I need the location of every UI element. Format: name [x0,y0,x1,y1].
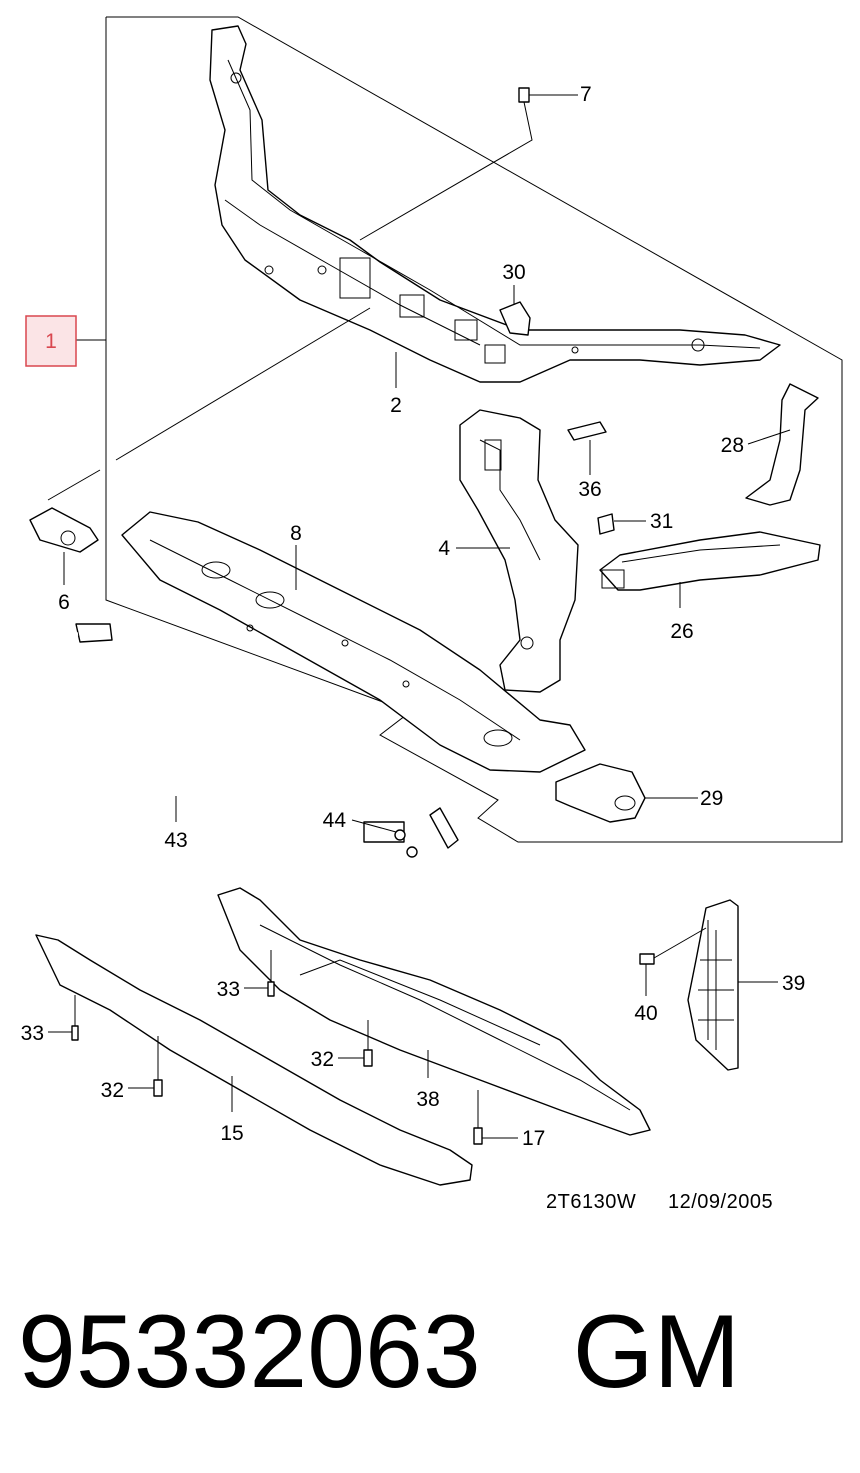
callout-2: 2 [390,394,402,417]
part-number-caption: 95332063 GM [18,1292,848,1412]
callout-15: 15 [220,1122,243,1145]
part-15-deflector [35,934,473,1186]
parts-diagram: 1 2 7 30 6 [21,16,843,1213]
callout-32-upper: 32 [311,1048,334,1071]
callout-31: 31 [650,510,673,533]
part-31-bracket [597,513,646,535]
callout-33-upper: 33 [217,978,240,1001]
part-33-bolt-b [48,995,79,1041]
callout-33-lower: 33 [21,1022,44,1045]
part-36-clip [567,421,607,475]
callout-43: 43 [164,829,187,852]
callout-38: 38 [416,1088,439,1111]
brand-name: GM [572,1294,741,1410]
part-32-screw-a [338,1020,373,1067]
part-33-bolt-a [244,950,275,997]
diagram-date: 12/09/2005 [668,1191,773,1213]
part-39-air-guide [687,899,778,1071]
part-38-splash-shield [217,887,651,1136]
part-4-side-panel [459,409,579,693]
part-26-side-bracket [599,531,821,608]
part-30-bracket [499,285,531,336]
diagram-code: 2T6130W [546,1191,636,1213]
assembly-outline [76,16,843,843]
callout-1-highlight[interactable]: 1 [25,315,77,367]
callout-1: 1 [45,330,57,353]
part-29-end-cap [555,763,698,823]
callout-30: 30 [502,261,525,284]
part-43-cable [26,623,467,894]
callout-4: 4 [438,537,450,560]
callout-17: 17 [522,1127,545,1150]
callout-32-lower: 32 [101,1079,124,1102]
part-2-upper-support [209,25,781,383]
callout-39: 39 [782,972,805,995]
part-44-nut [351,819,418,858]
callout-6: 6 [58,591,70,614]
part-32-screw-b [128,1036,163,1097]
part-17-screw [473,1090,518,1145]
part-28-vertical-bracket [745,383,819,506]
part-6-latch-bracket [29,507,99,585]
part-8-lower-crossmember [121,511,586,773]
callout-7: 7 [580,83,592,106]
callout-40: 40 [634,1002,657,1025]
callout-36: 36 [578,478,601,501]
part-7-bolt [359,87,578,241]
callout-26: 26 [670,620,693,643]
part-number: 95332063 [18,1294,481,1410]
part-40-screw [639,927,707,996]
callout-8: 8 [290,522,302,545]
callout-44: 44 [323,809,347,832]
callout-29: 29 [700,787,723,810]
callout-28: 28 [721,434,744,457]
